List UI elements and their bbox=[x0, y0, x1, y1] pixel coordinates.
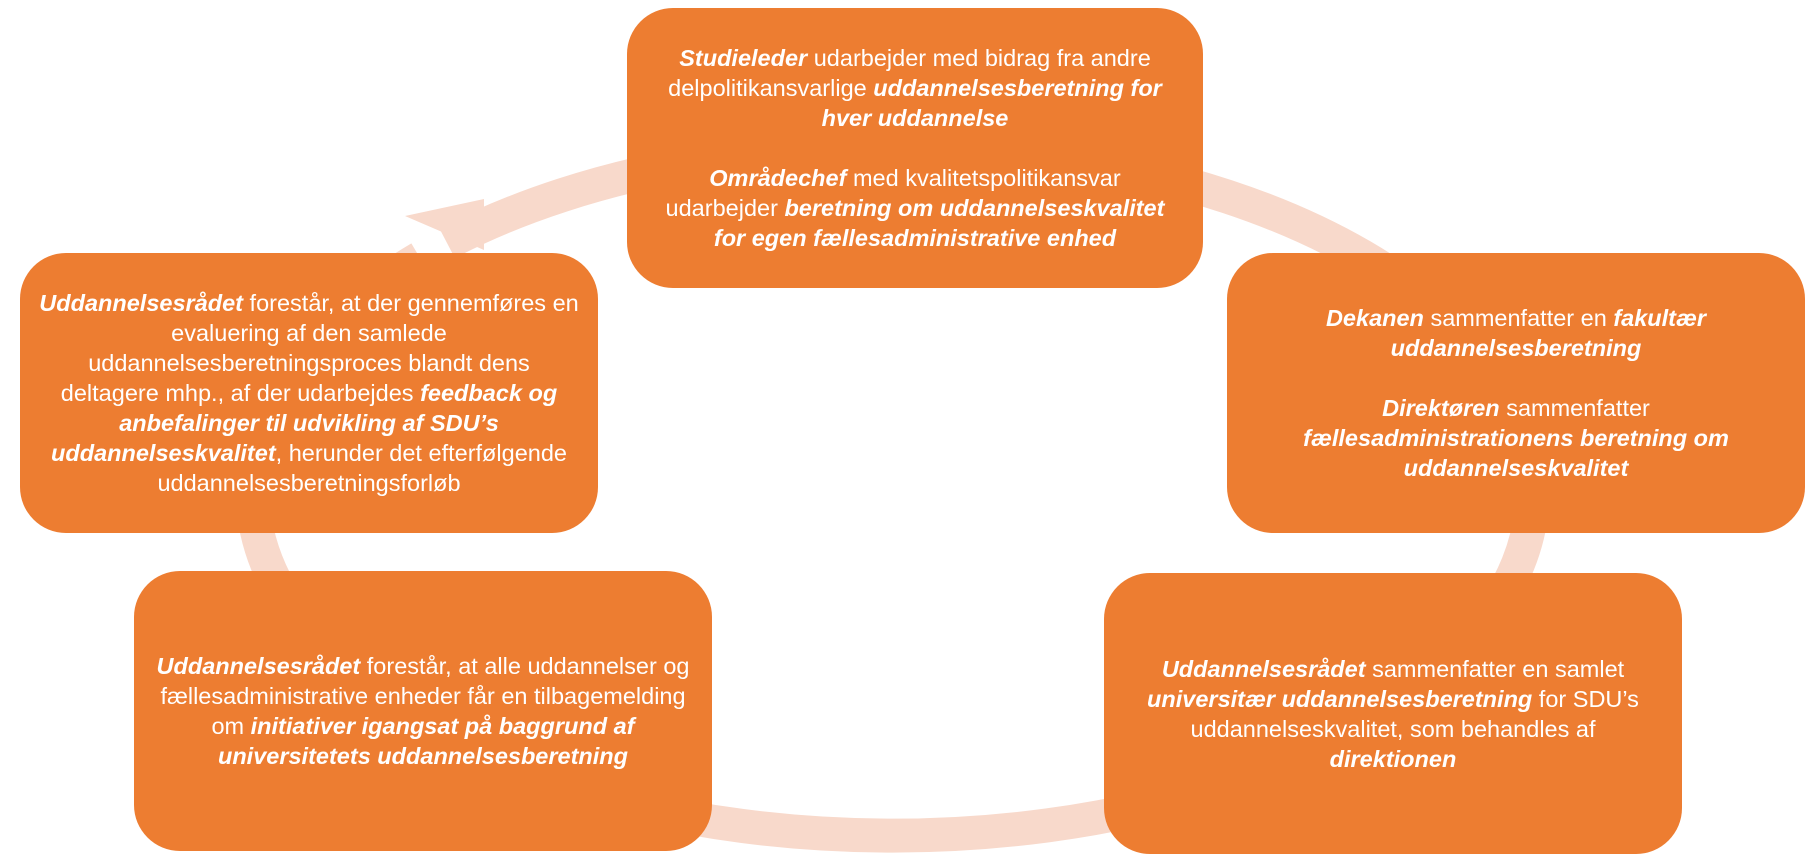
emphasis-text: beretning om uddannelseskvalitet for ege… bbox=[713, 195, 1165, 251]
step-paragraph: Områdechef med kvalitetspolitikansvar ud… bbox=[651, 163, 1179, 253]
cycle-arrowhead-icon bbox=[405, 199, 484, 250]
body-text: forestår, at alle uddannelser og fællesa… bbox=[160, 653, 690, 739]
emphasis-text: Områdechef bbox=[709, 165, 847, 191]
step-text: Uddannelsesrådet sammenfatter en samlet … bbox=[1144, 654, 1642, 774]
body-text: forestår, at der gennemføres en evalueri… bbox=[60, 290, 579, 406]
step-paragraph: Uddannelsesrådet forestår, at alle uddan… bbox=[154, 651, 692, 771]
emphasis-text: fakultær uddannelsesberetning bbox=[1390, 305, 1707, 361]
body-text: sammenfatter bbox=[1499, 395, 1650, 421]
step-evaluering-box: Uddannelsesrådet forestår, at der gennem… bbox=[20, 253, 598, 533]
emphasis-text: Uddannelsesrådet bbox=[39, 290, 244, 316]
step-paragraph: Uddannelsesrådet sammenfatter en samlet … bbox=[1144, 654, 1642, 774]
step-paragraph: Studieleder udarbejder med bidrag fra an… bbox=[651, 43, 1179, 133]
emphasis-text: universitær uddannelsesberetning bbox=[1147, 685, 1533, 712]
emphasis-text: feedback og anbefalinger til udvikling a… bbox=[51, 380, 558, 466]
emphasis-text: initiativer igangsat på baggrund af univ… bbox=[217, 713, 635, 769]
step-paragraph: Direktøren sammenfatter fællesadministra… bbox=[1261, 393, 1771, 483]
step-text: Uddannelsesrådet forestår, at alle uddan… bbox=[154, 651, 692, 771]
emphasis-text: direktionen bbox=[1329, 745, 1457, 772]
emphasis-text: Uddannelsesrådet bbox=[156, 653, 361, 679]
emphasis-text: Direktøren bbox=[1382, 395, 1500, 421]
step-text: Studieleder udarbejder med bidrag fra an… bbox=[651, 43, 1179, 253]
step-studieleder-box: Studieleder udarbejder med bidrag fra an… bbox=[627, 8, 1203, 288]
body-text: , herunder det efterfølgende uddannelses… bbox=[157, 440, 567, 496]
step-text: Uddannelsesrådet forestår, at der gennem… bbox=[38, 288, 580, 498]
step-tilbagemelding-box: Uddannelsesrådet forestår, at alle uddan… bbox=[134, 571, 712, 851]
emphasis-text: Uddannelsesrådet bbox=[1161, 655, 1366, 682]
emphasis-text: uddannelsesberetning for hver uddannelse bbox=[821, 75, 1162, 131]
emphasis-text: Studieleder bbox=[679, 45, 808, 71]
body-text: med kvalitetspolitikansvar udarbejder bbox=[665, 165, 1121, 221]
body-text: sammenfatter en bbox=[1423, 305, 1614, 331]
emphasis-text: fællesadministrationens beretning om udd… bbox=[1303, 425, 1729, 481]
body-text: for SDU’s uddannelseskvalitet, som behan… bbox=[1190, 685, 1639, 742]
step-text: Dekanen sammenfatter en fakultær uddanne… bbox=[1261, 303, 1771, 483]
body-text: udarbejder med bidrag fra andre delpolit… bbox=[668, 45, 1151, 101]
emphasis-text: Dekanen bbox=[1325, 305, 1424, 331]
step-universitaer-beretning-box: Uddannelsesrådet sammenfatter en samlet … bbox=[1104, 573, 1682, 854]
body-text: sammenfatter en samlet bbox=[1365, 655, 1625, 682]
step-paragraph: Dekanen sammenfatter en fakultær uddanne… bbox=[1261, 303, 1771, 363]
step-paragraph: Uddannelsesrådet forestår, at der gennem… bbox=[38, 288, 580, 498]
step-dekanen-box: Dekanen sammenfatter en fakultær uddanne… bbox=[1227, 253, 1805, 533]
